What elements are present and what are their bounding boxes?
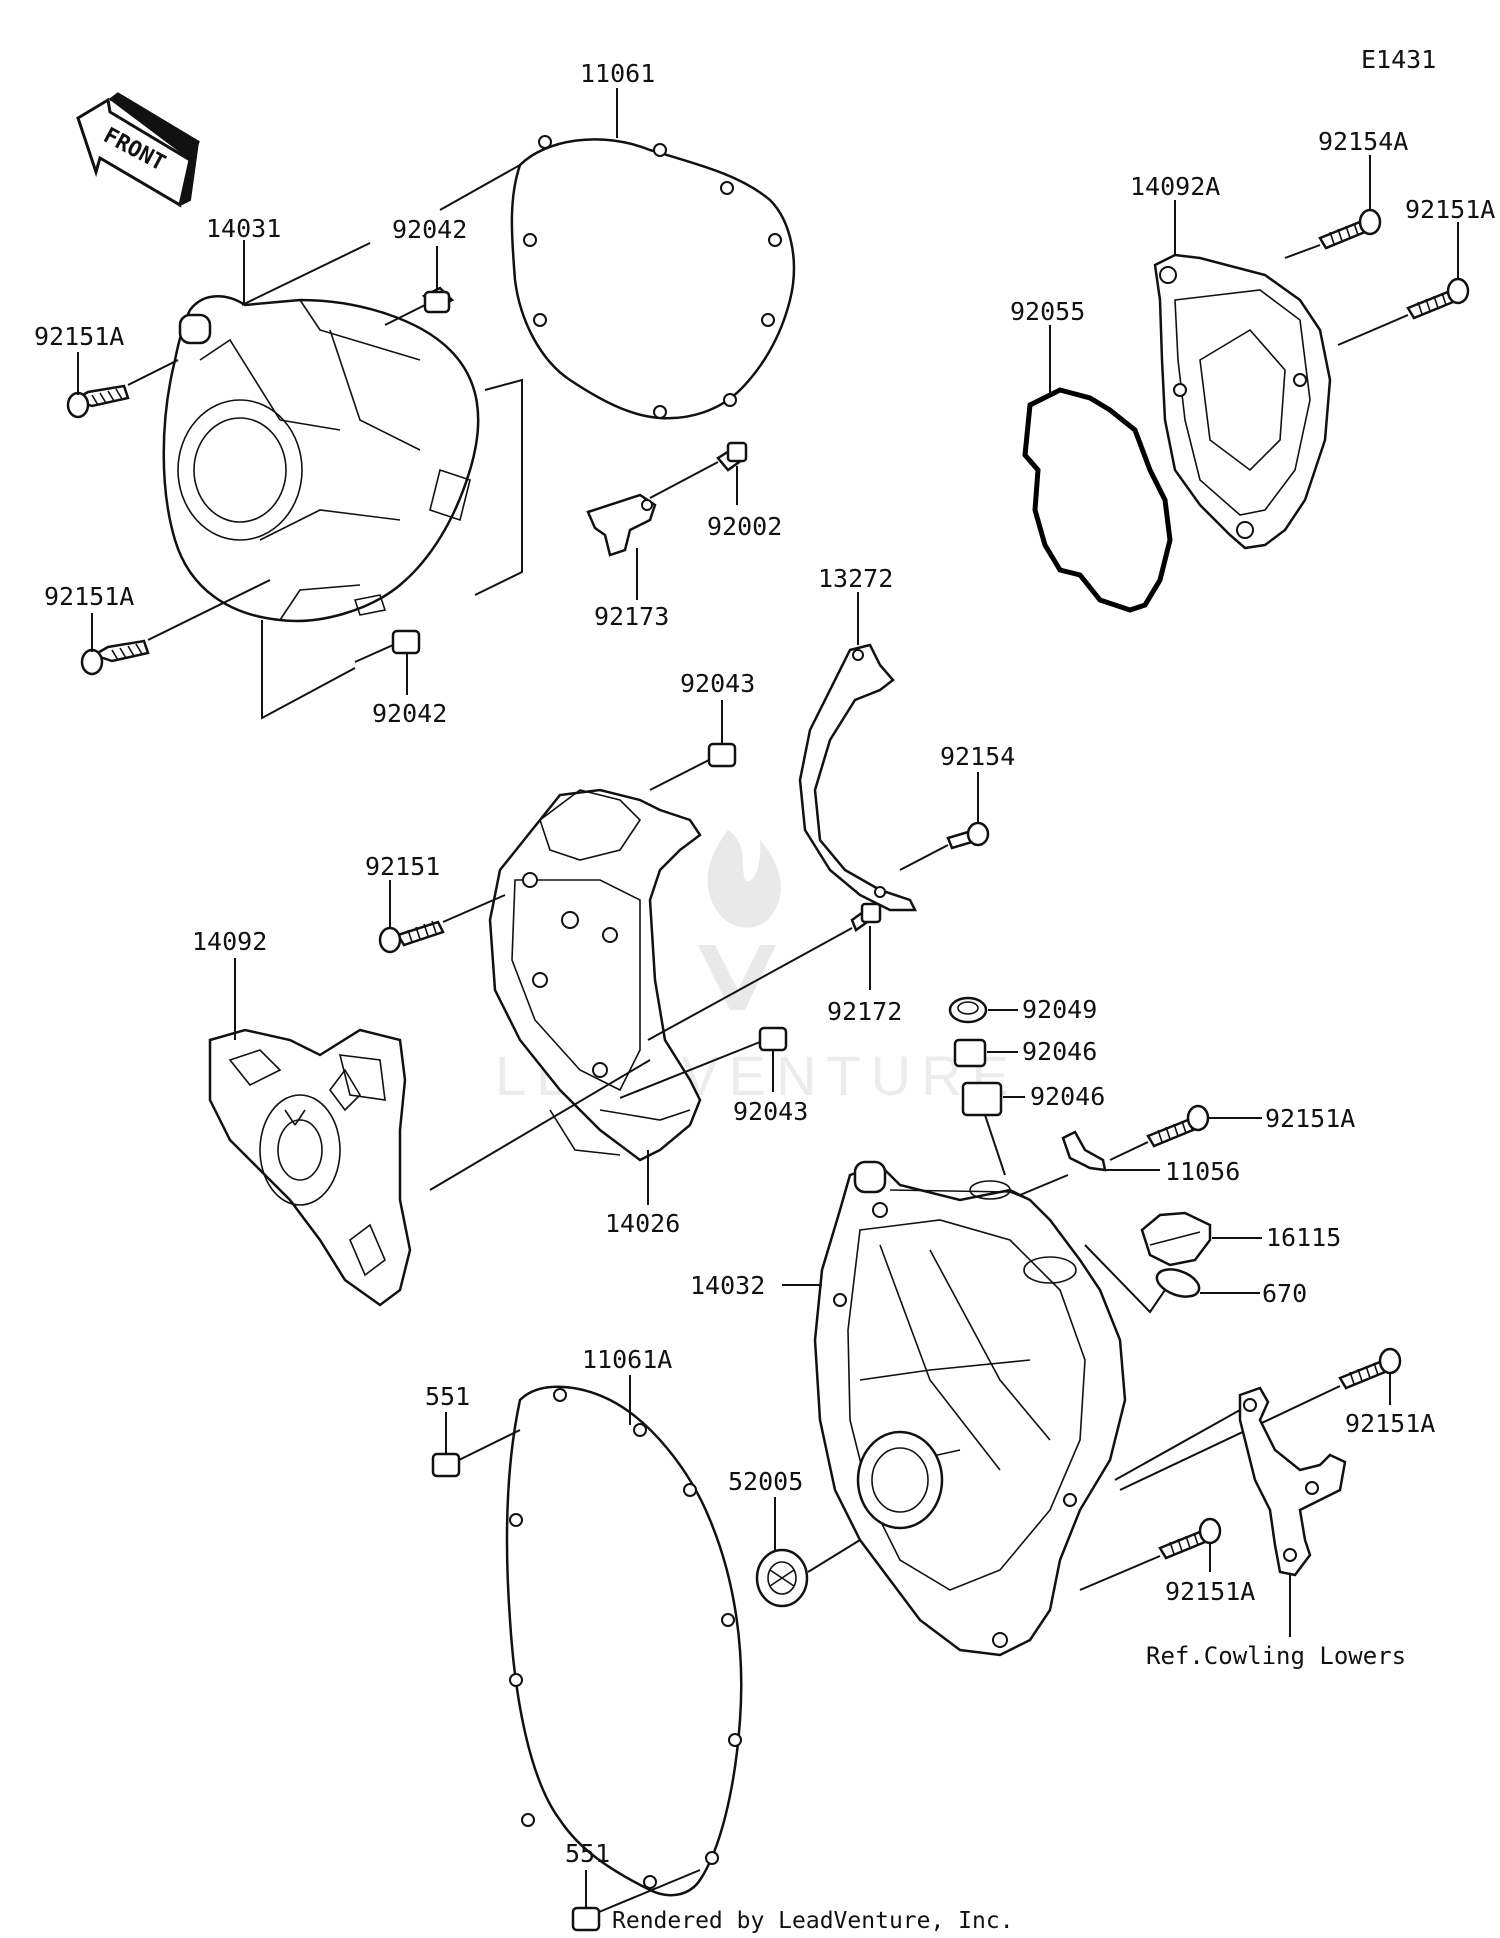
label-92173: 92173	[594, 602, 669, 631]
bolt-92151A-4	[1146, 1104, 1210, 1148]
dowel-92043-top	[707, 742, 737, 768]
label-92154: 92154	[940, 742, 1015, 771]
part-14026-cover	[488, 788, 702, 1162]
diagram-id: E1431	[1361, 45, 1436, 74]
bolt-92151A-1	[66, 384, 130, 419]
cap-16115	[1140, 1211, 1212, 1267]
label-92151: 92151	[365, 852, 440, 881]
clip-11056	[1061, 1130, 1107, 1172]
cowling-bracket	[1238, 1386, 1347, 1577]
label-13272: 13272	[818, 564, 893, 593]
label-92043-top: 92043	[680, 669, 755, 698]
dowel-92043-bottom	[758, 1026, 788, 1052]
part-14031-cover	[162, 295, 480, 623]
plug-52005	[755, 1548, 809, 1608]
bolt-92154	[946, 821, 990, 850]
ref-cowling-lowers: Ref.Cowling Lowers	[1146, 1642, 1406, 1670]
label-92151A-5: 92151A	[1345, 1409, 1435, 1438]
label-92042-bottom: 92042	[372, 699, 447, 728]
bolt-92172	[850, 902, 882, 932]
oring-670	[1155, 1268, 1201, 1298]
bolt-92002	[716, 441, 748, 472]
bolt-92151A-3	[1406, 277, 1470, 320]
bearing-92046-b	[961, 1081, 1003, 1117]
label-14026: 14026	[605, 1209, 680, 1238]
front-arrow-icon: FRONT	[76, 92, 200, 208]
label-11061A: 11061A	[582, 1345, 672, 1374]
label-551-bottom: 551	[565, 1839, 610, 1868]
bolt-92151A-5	[1338, 1347, 1402, 1390]
label-92172: 92172	[827, 997, 902, 1026]
dowel-92042-bottom	[391, 629, 421, 655]
bolt-92151	[378, 920, 445, 954]
label-92151A-2: 92151A	[44, 582, 134, 611]
label-92042-top: 92042	[392, 215, 467, 244]
gasket-11061A	[505, 1385, 743, 1897]
label-11061: 11061	[580, 59, 655, 88]
label-92043-bottom: 92043	[733, 1097, 808, 1126]
part-14092A-cover	[1153, 253, 1332, 550]
label-92151A-4: 92151A	[1265, 1104, 1355, 1133]
label-92151A-1: 92151A	[34, 322, 124, 351]
dowel-92042-top	[421, 286, 455, 314]
watermark-logo	[698, 830, 781, 1010]
label-14032: 14032	[690, 1271, 765, 1300]
label-551-top: 551	[425, 1382, 470, 1411]
bracket-92173	[586, 493, 657, 557]
gasket-13272	[798, 643, 918, 912]
part-14092-cover	[208, 1028, 412, 1307]
gasket-11061	[510, 135, 796, 420]
bearing-92046-a	[953, 1038, 987, 1068]
dowel-551-bottom	[571, 1906, 601, 1932]
dowel-551-top	[431, 1452, 461, 1478]
bolt-92154A	[1318, 208, 1382, 250]
footer-credit: Rendered by LeadVenture, Inc.	[612, 1908, 1014, 1934]
seal-92049	[948, 996, 988, 1024]
label-92151A-6: 92151A	[1165, 1577, 1255, 1606]
label-14092A: 14092A	[1130, 172, 1220, 201]
bolt-92151A-6	[1158, 1517, 1222, 1560]
label-92154A: 92154A	[1318, 127, 1408, 156]
label-92002: 92002	[707, 512, 782, 541]
label-52005: 52005	[728, 1467, 803, 1496]
label-92055: 92055	[1010, 297, 1085, 326]
label-92151A-3: 92151A	[1405, 195, 1495, 224]
label-92046-b: 92046	[1030, 1082, 1105, 1111]
label-670: 670	[1262, 1279, 1307, 1308]
label-11056: 11056	[1165, 1157, 1240, 1186]
label-92046-a: 92046	[1022, 1037, 1097, 1066]
label-14092: 14092	[192, 927, 267, 956]
label-14031: 14031	[206, 214, 281, 243]
gasket-92055	[1022, 387, 1173, 613]
label-16115: 16115	[1266, 1223, 1341, 1252]
part-14032-cover	[813, 1160, 1127, 1657]
label-92049: 92049	[1022, 995, 1097, 1024]
